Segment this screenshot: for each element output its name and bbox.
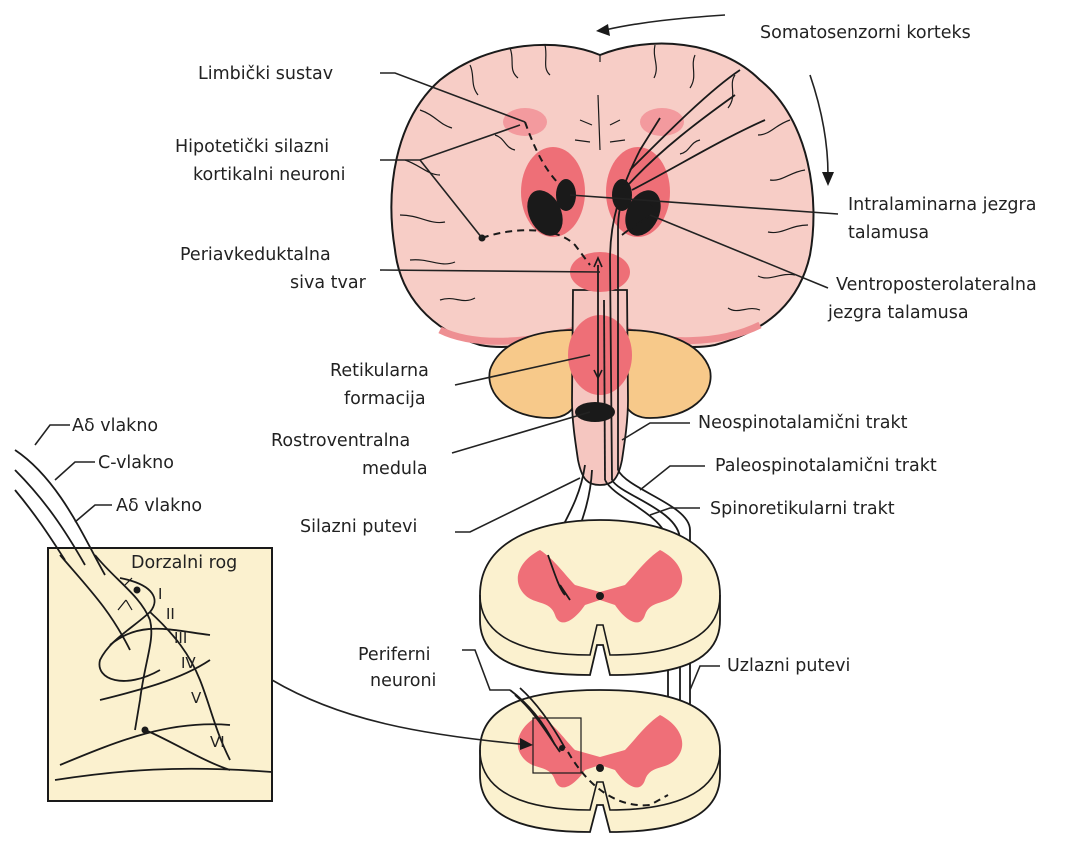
- label-paleospinothalamic: Paleospinotalamični trakt: [715, 456, 937, 476]
- label-intralaminar-2: talamusa: [848, 223, 929, 243]
- lamina-IV: IV: [181, 654, 196, 672]
- label-rostroventral-1: Rostroventralna: [271, 431, 410, 451]
- arrow-top: [605, 15, 725, 30]
- limbic-highlight-right: [640, 108, 684, 136]
- label-peripheral-1: Periferni: [358, 645, 431, 665]
- lamina-III: III: [174, 629, 187, 647]
- central-canal-lower: [596, 764, 604, 772]
- tract-line-3: [604, 300, 605, 480]
- label-limbic-system: Limbički sustav: [198, 64, 333, 84]
- spinal-cord-upper: [480, 520, 720, 675]
- label-fiber-adelta-1: Aδ vlakno: [72, 416, 158, 436]
- label-reticular-1: Retikularna: [330, 361, 429, 381]
- rostroventral-medulla: [575, 402, 615, 422]
- label-periaqueductal-1: Periavkeduktalna: [180, 245, 331, 265]
- lamina-VI: VI: [210, 733, 225, 751]
- arrow-right-head: [822, 172, 834, 186]
- label-rostroventral-2: medula: [362, 459, 428, 479]
- label-intralaminar-1: Intralaminarna jezgra: [848, 195, 1036, 215]
- inset-neuron-2: [142, 727, 149, 734]
- label-dorsal-horn: Dorzalni rog: [131, 553, 237, 573]
- label-neospinothalamic: Neospinotalamični trakt: [698, 413, 908, 433]
- label-fiber-adelta-2: Aδ vlakno: [116, 496, 202, 516]
- lamina-II: II: [166, 605, 175, 623]
- lamina-I: I: [158, 585, 162, 603]
- arrow-top-head: [596, 24, 610, 36]
- label-vpl-1: Ventroposterolateralna: [836, 275, 1037, 295]
- inset-neuron-1: [134, 587, 141, 594]
- label-vpl-2: jezgra talamusa: [827, 303, 969, 323]
- label-somatosensory-cortex: Somatosenzorni korteks: [760, 23, 971, 43]
- neuron-dot-lower: [559, 745, 565, 751]
- lamina-V: V: [191, 689, 202, 707]
- label-peripheral-2: neuroni: [370, 671, 436, 691]
- label-hypothetical-neurons-1: Hipotetički silazni: [175, 137, 329, 157]
- label-fiber-c: C-vlakno: [98, 453, 174, 473]
- label-periaqueductal-2: siva tvar: [290, 273, 367, 293]
- central-canal-upper: [596, 592, 604, 600]
- label-ascending-pathways: Uzlazni putevi: [727, 656, 850, 676]
- arrow-right: [810, 75, 828, 175]
- spinal-cord-lower: [480, 688, 720, 832]
- label-reticular-2: formacija: [344, 389, 426, 409]
- label-hypothetical-neurons-2: kortikalni neuroni: [193, 165, 345, 185]
- reticular-highlight: [568, 315, 632, 395]
- label-descending-pathways: Silazni putevi: [300, 517, 417, 537]
- label-spinoreticular: Spinoretikularni trakt: [710, 499, 895, 519]
